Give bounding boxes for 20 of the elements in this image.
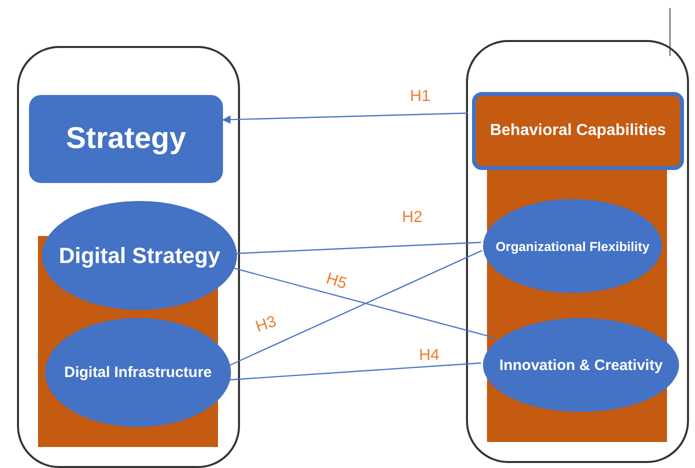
arrow [222,112,468,124]
connector-line [232,267,496,339]
edge-label: H5 [324,270,349,294]
node-label: Organizational Flexibility [496,238,650,254]
connector-line [228,250,482,366]
edge-label: H3 [254,313,279,337]
edge-label: H2 [402,209,422,227]
node-label: Digital Infrastructure [64,364,212,381]
node-label: Strategy [66,122,186,156]
node-label: Innovation & Creativity [499,356,663,374]
process-box [29,95,223,183]
edge-label: H4 [419,347,440,365]
node-label: Digital Strategy [58,242,220,268]
connector-line [228,362,482,381]
edge-label: H1 [410,88,430,106]
group-panel [17,46,240,468]
group-panel [466,40,689,463]
node-label: Behavioral Capabilities [490,122,666,140]
process-box [472,92,684,170]
connector-line [234,242,482,254]
